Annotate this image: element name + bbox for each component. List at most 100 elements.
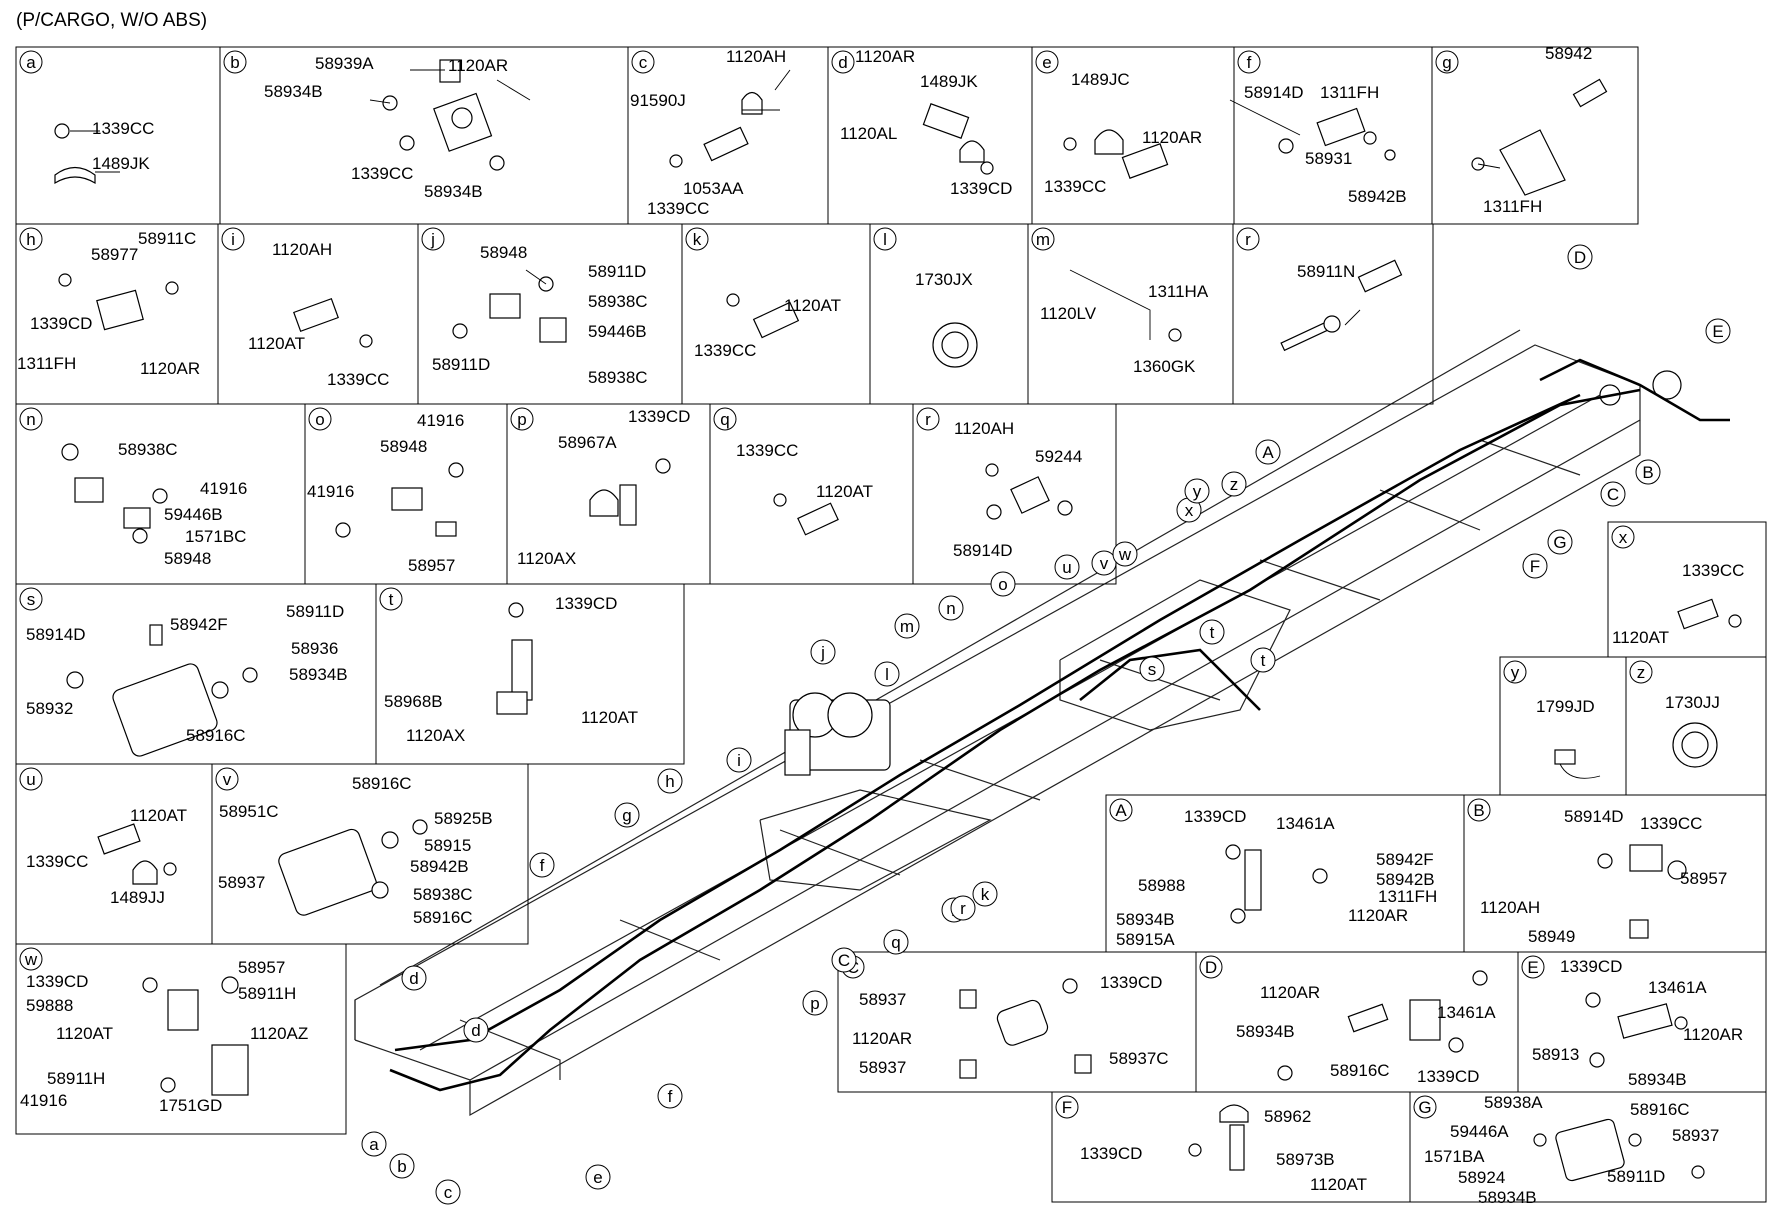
- callout-circle: [1635, 459, 1661, 485]
- callout-circle: [1054, 554, 1080, 580]
- panel-letter-circle: [421, 227, 445, 251]
- part-number-label: 1489JK: [920, 72, 978, 91]
- part-number-label: 1120AT: [130, 806, 187, 825]
- callout-circle: [883, 929, 909, 955]
- panel-letter: x: [1619, 528, 1628, 547]
- part-number-label: 59244: [1035, 447, 1082, 466]
- part-number-label: 58911H: [238, 984, 296, 1003]
- panel-letter-circle: [379, 587, 403, 611]
- part-number-label: 1489JC: [1071, 70, 1130, 89]
- part-number-label: 41916: [307, 482, 354, 501]
- panel-letter: E: [1527, 958, 1538, 977]
- part-number-label: 58948: [480, 243, 527, 262]
- callout-l: l: [874, 661, 900, 687]
- part-number-label: 1120AZ: [250, 1024, 308, 1043]
- part-number-label: 58916C: [352, 774, 412, 793]
- callout-letter: g: [622, 806, 631, 825]
- part-number-label: 58911C: [138, 229, 196, 248]
- callout-o: o: [990, 571, 1016, 597]
- callout-letter: k: [981, 885, 990, 904]
- part-number-label: 1339CC: [1682, 561, 1744, 580]
- part-number-label: 1339CC: [92, 119, 154, 138]
- part-number-label: 58942B: [1348, 187, 1407, 206]
- panel-x-24: x 1339CC 1120AT: [1611, 525, 1744, 647]
- callout-circle: [463, 1017, 489, 1043]
- callout-letter: C: [838, 951, 850, 970]
- part-number-label: 1571BA: [1424, 1147, 1485, 1166]
- part-number-label: 1120AL: [840, 124, 897, 143]
- callout-v: v: [1091, 550, 1117, 576]
- part-number-label: 1730JX: [915, 270, 973, 289]
- part-number-label: 1339CC: [736, 441, 798, 460]
- part-number-label: 1120AT: [581, 708, 638, 727]
- callout-f: f: [529, 852, 555, 878]
- callout-n: n: [938, 595, 964, 621]
- panel-letter-circle: [1031, 227, 1055, 251]
- part-number-label: 1120AH: [1480, 898, 1540, 917]
- part-number-label: 58942F: [170, 615, 228, 634]
- callout-circle: [1255, 439, 1281, 465]
- part-number-label: 1489JJ: [110, 888, 165, 907]
- panel-letter-circle: [1467, 798, 1491, 822]
- callout-letter: p: [810, 994, 819, 1013]
- panel-letter-circle: [873, 227, 897, 251]
- part-number-label: 58934B: [1478, 1188, 1537, 1207]
- part-number-label: 58973B: [1276, 1150, 1335, 1169]
- callout-w: w: [1112, 541, 1138, 567]
- part-number-label: 1120AT: [784, 296, 841, 315]
- part-glyphs: [54, 59, 1742, 1182]
- panel-letter: l: [883, 230, 887, 249]
- part-number-label: 58949: [1528, 927, 1575, 946]
- part-number-label: 1120AR: [1142, 128, 1202, 147]
- part-number-label: 1339CC: [647, 199, 709, 218]
- part-number-label: 58924: [1458, 1168, 1505, 1187]
- part-number-label: 1339CC: [1044, 177, 1106, 196]
- panel-letter-circle: [1503, 660, 1527, 684]
- callout-letter: s: [1148, 660, 1157, 679]
- panel-letter: d: [838, 53, 847, 72]
- callout-letter: j: [820, 643, 825, 662]
- callout-d: d: [401, 965, 427, 991]
- panel-C-29: C589371339CD1120AR5893758937C: [841, 955, 1169, 1077]
- panel-letter: G: [1418, 1098, 1431, 1117]
- part-number-label: 1360GK: [1133, 357, 1196, 376]
- part-number-label: 1120AT: [248, 334, 305, 353]
- part-number-label: 1339CD: [26, 972, 88, 991]
- panel-letter: n: [26, 410, 35, 429]
- part-number-label: 58936: [291, 639, 338, 658]
- callout-c: c: [435, 1179, 461, 1205]
- part-number-label: 58932: [26, 699, 73, 718]
- part-number-label: 58942: [1545, 44, 1592, 63]
- part-number-label: 58934B: [1236, 1022, 1295, 1041]
- part-number-label: 1120LV: [1040, 304, 1097, 323]
- callout-circle: [874, 661, 900, 687]
- callout-letter: n: [946, 599, 955, 618]
- callout-C: C: [831, 947, 857, 973]
- panel-letter-circle: [831, 50, 855, 74]
- callout-letter: v: [1100, 554, 1109, 573]
- part-number-label: 58967A: [558, 433, 617, 452]
- panel-letter-circle: [685, 227, 709, 251]
- part-number-label: 1120AT: [1612, 628, 1669, 647]
- callout-circle: [614, 802, 640, 828]
- callout-letter: x: [1185, 501, 1194, 520]
- callout-circle: [389, 1153, 415, 1179]
- panel-letter: r: [1245, 230, 1251, 249]
- part-number-label: 1120AH: [272, 240, 332, 259]
- part-number-label: 58957: [408, 556, 455, 575]
- panel-letter: s: [27, 590, 36, 609]
- part-number-label: 58913: [1532, 1045, 1579, 1064]
- part-number-label: 1120AR: [852, 1029, 912, 1048]
- part-number-label: 1730JJ: [1665, 693, 1720, 712]
- part-number-label: 1120AX: [406, 726, 465, 745]
- callout-e: e: [585, 1164, 611, 1190]
- callout-letter: r: [960, 899, 966, 918]
